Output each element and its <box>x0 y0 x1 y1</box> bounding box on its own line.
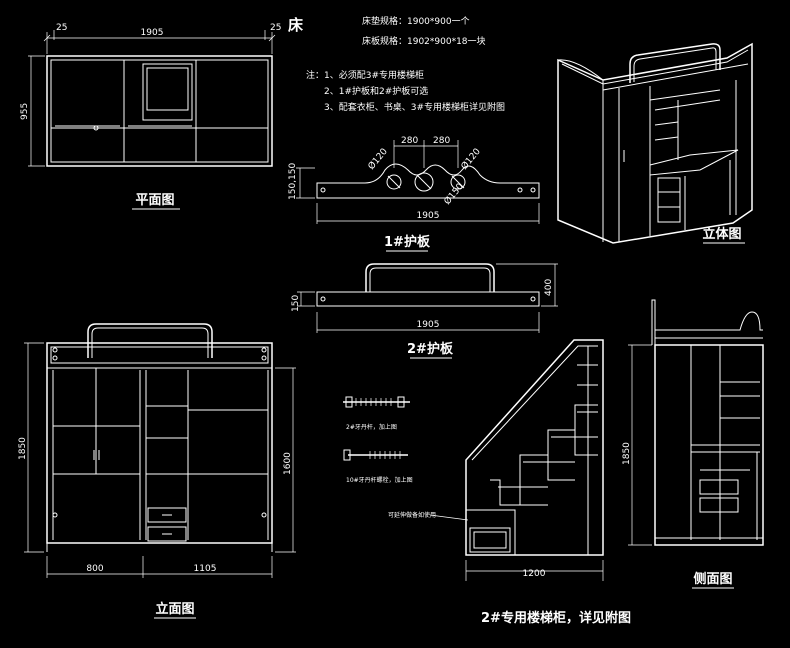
mattress-spec: 床垫规格：1900*900一个 <box>362 15 470 27</box>
g1-dim-280b: 280 <box>433 136 450 146</box>
g1-dim-280a: 280 <box>401 136 418 146</box>
front-height-dim: 1850 <box>18 437 28 460</box>
note-2: 2、1#护板和2#护板可选 <box>324 85 428 97</box>
side-view: 1850 侧面图 <box>622 299 764 589</box>
side-height-dim: 1850 <box>622 442 632 465</box>
plan-25-right: 25 <box>270 23 281 33</box>
isometric-label: 立体图 <box>702 226 741 242</box>
plan-depth-dim: 955 <box>20 103 30 120</box>
stair-cabinet: 可延伸做备如使用 1200 2#专用楼梯柜，详见附图 <box>388 339 631 626</box>
g2-400-dim: 400 <box>544 279 554 296</box>
stair-width-dim: 1200 <box>523 569 546 579</box>
front-elevation-label: 立面图 <box>155 601 194 617</box>
bolt-2-label: 10#牙丹杆螺栓，加上图 <box>346 476 413 484</box>
g2-width-dim: 1905 <box>417 320 440 330</box>
board-spec: 床板规格：1902*900*18一块 <box>362 35 486 47</box>
note-1: 注：1、必须配3#专用楼梯柜 <box>306 69 424 81</box>
bolt-1-label: 2#牙丹杆，加上图 <box>346 423 397 431</box>
plan-outline <box>46 55 273 167</box>
side-view-label: 侧面图 <box>693 571 732 587</box>
drawing-title: 床 <box>288 16 304 34</box>
guard-1-label: 1#护板 <box>384 234 431 250</box>
g1-dia-right: Ø120 <box>459 146 483 172</box>
isometric-view: 立体图 <box>557 42 753 244</box>
guard-2-label: 2#护板 <box>407 341 454 357</box>
stair-note: 可延伸做备如使用 <box>388 511 436 519</box>
g1-width-dim: 1905 <box>417 211 440 221</box>
front-800-dim: 800 <box>86 564 103 574</box>
front-1105-dim: 1105 <box>194 564 217 574</box>
front-1600-dim: 1600 <box>283 452 293 475</box>
stair-cabinet-label: 2#专用楼梯柜，详见附图 <box>481 610 631 626</box>
plan-width-dim: 1905 <box>141 28 164 38</box>
plan-view: 1905 25 25 955 平面图 <box>20 23 281 210</box>
front-elevation: 1850 1600 800 1105 立面图 <box>18 323 296 619</box>
g1-height-dim: 150,150 <box>288 163 298 200</box>
g2-height-dim: 150 <box>291 295 301 312</box>
plan-25-left: 25 <box>56 23 67 33</box>
plan-view-label: 平面图 <box>135 193 174 208</box>
note-3: 3、配套衣柜、书桌、3#专用楼梯柜详见附图 <box>324 101 505 113</box>
bolt-details: 2#牙丹杆，加上图 10#牙丹杆螺栓，加上图 <box>343 396 413 484</box>
g1-dia-center: Ø150 <box>442 181 466 207</box>
guard-1-view: 280 280 Ø120 Ø120 Ø150 150,150 1905 1#护板 <box>288 136 540 252</box>
guard-2-view: 150 400 1905 2#护板 <box>291 263 558 359</box>
